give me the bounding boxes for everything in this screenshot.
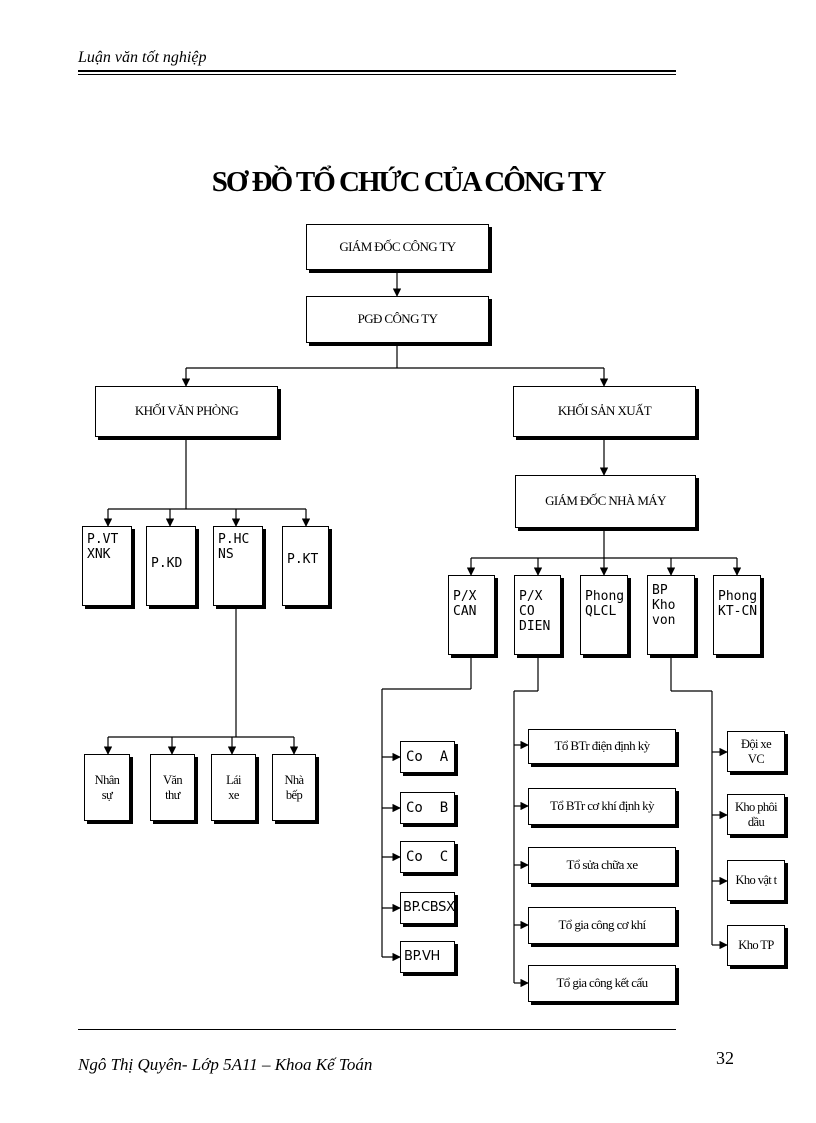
node-giam-doc-cong-ty: GIÁM ĐỐC CÔNG TY: [306, 224, 489, 270]
node-kho-phoi-dau: Kho phôi dầu: [727, 794, 785, 835]
node-p-kt: P.KT: [282, 526, 329, 606]
node-nhan-su: Nhân sự: [84, 754, 130, 821]
node-co-b: Co B: [400, 792, 455, 824]
node-co-a: Co A: [400, 741, 455, 773]
node-p-hcns: P.HC NS: [213, 526, 263, 606]
node-bp-cbsx: BP.CBSX: [400, 892, 455, 924]
node-px-can: P/X CAN: [448, 575, 495, 655]
node-to-btr-dien: Tổ BTr điện định kỳ: [528, 729, 676, 764]
node-nha-bep: Nhà bếp: [272, 754, 316, 821]
node-p-vt-xnk: P.VT XNK: [82, 526, 132, 606]
node-p-kd: P.KD: [146, 526, 196, 606]
node-to-sua-chua-xe: Tổ sửa chữa xe: [528, 847, 676, 884]
header-rule-thin: [78, 74, 676, 75]
node-bp-vh: BP.VH: [400, 941, 455, 973]
node-to-btr-co-khi: Tổ BTr cơ khí định kỳ: [528, 788, 676, 825]
node-to-gia-cong-co-khi: Tổ gia công cơ khí: [528, 907, 676, 944]
node-lai-xe: Lái xe: [211, 754, 256, 821]
footer-rule: [78, 1029, 676, 1030]
node-khoi-van-phong: KHỐI VĂN PHÒNG: [95, 386, 278, 437]
node-khoi-san-xuat: KHỐI SẢN XUẤT: [513, 386, 696, 437]
node-to-gia-cong-ket-cau: Tổ gia công kết cấu: [528, 965, 676, 1002]
node-pgd-cong-ty: PGĐ CÔNG TY: [306, 296, 489, 343]
page-header: Luận văn tốt nghiệp: [78, 49, 207, 66]
node-phong-qlcl: Phong QLCL: [580, 575, 628, 655]
page-footer: Ngô Thị Quyên- Lớp 5A11 – Khoa Kế Toán: [78, 1055, 373, 1074]
node-van-thu: Văn thư: [150, 754, 195, 821]
node-kho-vat-t: Kho vật t: [727, 860, 785, 901]
page-number: 32: [716, 1048, 734, 1068]
node-px-co-dien: P/X CO DIEN: [514, 575, 561, 655]
node-phong-kt-cn: Phong KT-CN: [713, 575, 761, 655]
node-doi-xe-vc: Đội xe VC: [727, 731, 785, 772]
node-bp-kho-von: BP Kho von: [647, 575, 695, 655]
node-co-c: Co C: [400, 841, 455, 873]
header-rule: [78, 70, 676, 72]
node-kho-tp: Kho TP: [727, 925, 785, 966]
chart-title: SƠ ĐỒ TỔ CHỨC CỦA CÔNG TY: [211, 166, 607, 198]
node-giam-doc-nha-may: GIÁM ĐỐC NHÀ MÁY: [515, 475, 696, 528]
